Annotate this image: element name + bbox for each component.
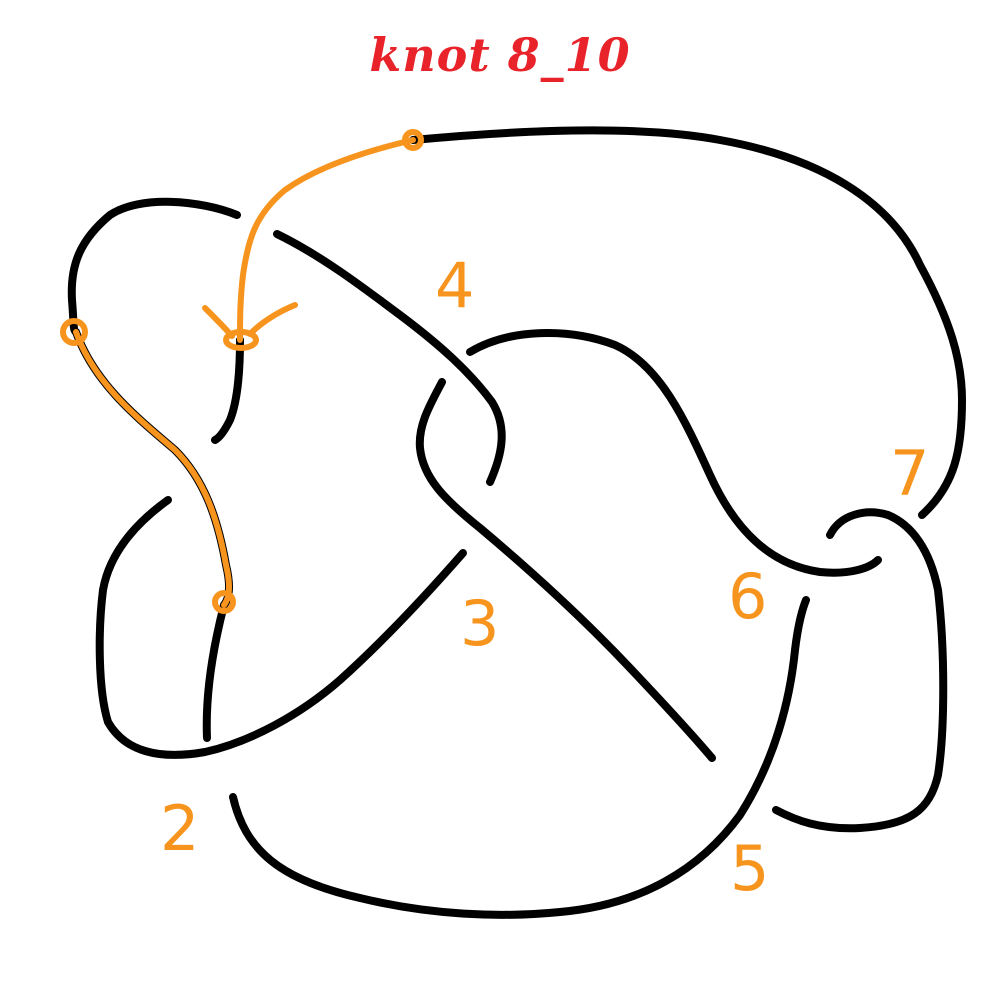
knot-strand-right-small-loop [772, 508, 948, 833]
knot-strand-inner-arc [466, 329, 882, 577]
knot-strand-lower-left [202, 601, 228, 742]
highlight-marker-left [60, 318, 88, 346]
arrowhead-icon [202, 302, 298, 339]
knot-strand-upper-vertical [211, 336, 244, 444]
crossing-label-4: 4 [435, 249, 474, 322]
crossing-label-5: 5 [730, 832, 769, 905]
crossing-label-2: 2 [160, 792, 199, 865]
highlight-path-top [237, 137, 416, 343]
diagram-title: knot 8_10 [369, 28, 631, 82]
knot-strand-outer-top-arc [409, 126, 966, 519]
knot-strand-left-outer-arc [95, 496, 467, 759]
crossing-label-3: 3 [460, 587, 499, 660]
knot-strands [67, 126, 966, 919]
highlight-marker-arrow-ring [223, 329, 259, 351]
knot-strand-bottom-arc [229, 596, 810, 919]
highlight-marker-top [402, 129, 424, 151]
crossing-label-7: 7 [890, 437, 929, 510]
knot-strand-long-diagonal [415, 378, 716, 762]
knot-strand-diagonal-upper [273, 230, 506, 486]
highlight-marker-bottom [212, 590, 236, 614]
highlighted-strand [60, 129, 424, 614]
crossing-label-6: 6 [728, 560, 767, 633]
highlight-path-left-s [73, 329, 233, 608]
crossing-labels: 2 3 4 5 6 7 [160, 249, 929, 905]
